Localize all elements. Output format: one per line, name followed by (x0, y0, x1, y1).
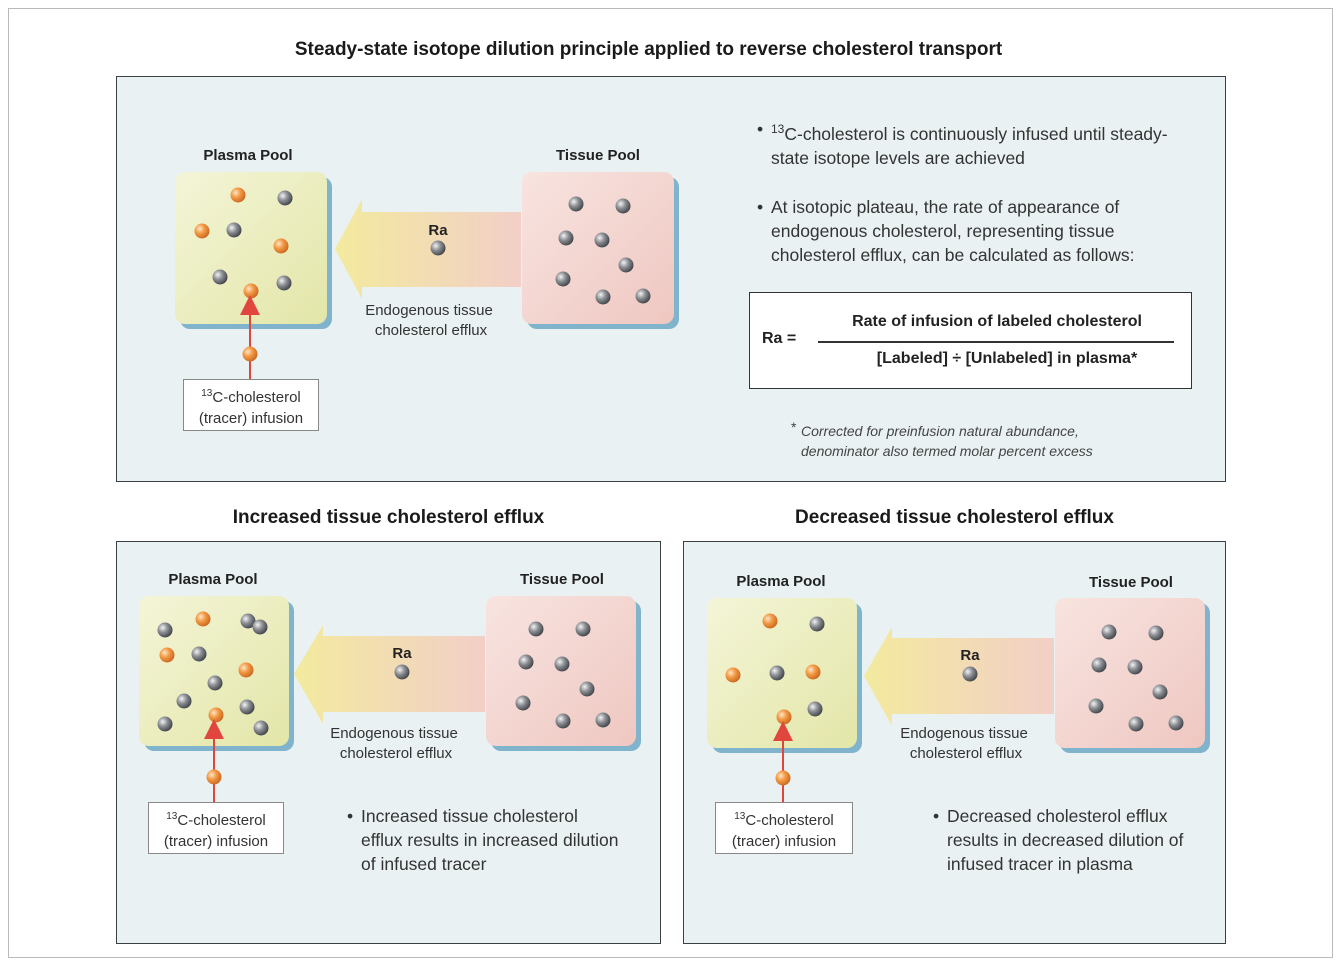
tissue-pool-box (522, 172, 674, 324)
tissue-pool-label: Tissue Pool (520, 571, 604, 588)
efflux-arrow (335, 199, 521, 299)
tissue-pool-label: Tissue Pool (556, 147, 640, 164)
efflux-arrow (294, 625, 485, 724)
plasma-balls (157, 611, 269, 736)
tissue-balls (1088, 624, 1184, 732)
efflux-label-line2: cholesterol efflux (340, 745, 453, 762)
formula-denominator: [Labeled] ÷ [Unlabeled] in plasma* (876, 350, 1138, 367)
plasma-balls (194, 187, 293, 299)
plasma-balls (725, 613, 825, 725)
ra-label: Ra (392, 645, 412, 662)
ra-ball (430, 240, 446, 256)
infusion-ball (206, 769, 222, 785)
left-panel: Plasma Pool Tissue Pool Ra Endogenous ti… (116, 541, 661, 944)
plasma-pool-label: Plasma Pool (168, 571, 257, 588)
tracer-infusion-box: 13C-cholesterol (tracer) infusion (148, 802, 284, 854)
formula-numerator: Rate of infusion of labeled cholesterol (852, 313, 1142, 330)
efflux-label-line2: cholesterol efflux (910, 745, 1023, 762)
efflux-arrow (864, 627, 1054, 726)
tissue-balls (555, 196, 651, 305)
tissue-balls (515, 621, 611, 729)
tracer-infusion-box: 13C-cholesterol (tracer) infusion (715, 802, 853, 854)
footnote: * Corrected for preinfusion natural abun… (791, 419, 1093, 459)
formula-lhs: Ra = (762, 330, 797, 347)
main-title: Steady-state isotope dilution principle … (294, 39, 1003, 60)
left-panel-title: Increased tissue cholesterol efflux (232, 507, 545, 528)
ra-label: Ra (428, 222, 448, 239)
efflux-label-line1: Endogenous tissue (330, 725, 458, 742)
right-bullet: •Decreased cholesterol efflux results in… (933, 806, 1184, 874)
left-bullet: •Increased tissue cholesterol efflux res… (347, 806, 619, 874)
plasma-pool-label: Plasma Pool (736, 573, 825, 590)
infusion-ball (775, 770, 791, 786)
ra-label: Ra (960, 647, 980, 664)
ra-ball (962, 666, 978, 682)
figure-frame (8, 8, 1333, 958)
efflux-label-line2: cholesterol efflux (375, 322, 488, 339)
tracer-infusion-box: 13C-cholesterol (tracer) infusion (183, 379, 319, 431)
efflux-label-line1: Endogenous tissue (365, 302, 493, 319)
right-panel-diagram: Plasma Pool Tissue Pool Ra Endogenous ti… (707, 573, 1210, 802)
tissue-pool-label: Tissue Pool (1089, 574, 1173, 591)
right-panel: Plasma Pool Tissue Pool Ra Endogenous ti… (683, 541, 1226, 944)
top-panel-diagram: Plasma Pool Tissue Pool Ra Endogenous ti… (175, 147, 679, 379)
plasma-pool-box (175, 172, 327, 324)
formula-box: Ra = Rate of infusion of labeled cholest… (749, 292, 1192, 389)
top-bullet-1: •13C-cholesterol is continuously infused… (757, 119, 1168, 168)
formula-fraction-line (818, 341, 1174, 343)
top-panel: Plasma Pool Tissue Pool Ra Endogenous ti… (116, 76, 1226, 482)
ra-ball (394, 664, 410, 680)
infusion-ball (242, 346, 258, 362)
efflux-label-line1: Endogenous tissue (900, 725, 1028, 742)
left-panel-diagram: Plasma Pool Tissue Pool Ra Endogenous ti… (139, 571, 641, 802)
top-bullet-2: •At isotopic plateau, the rate of appear… (757, 197, 1135, 265)
plasma-pool-label: Plasma Pool (203, 147, 292, 164)
right-panel-title: Decreased tissue cholesterol efflux (795, 507, 1114, 528)
